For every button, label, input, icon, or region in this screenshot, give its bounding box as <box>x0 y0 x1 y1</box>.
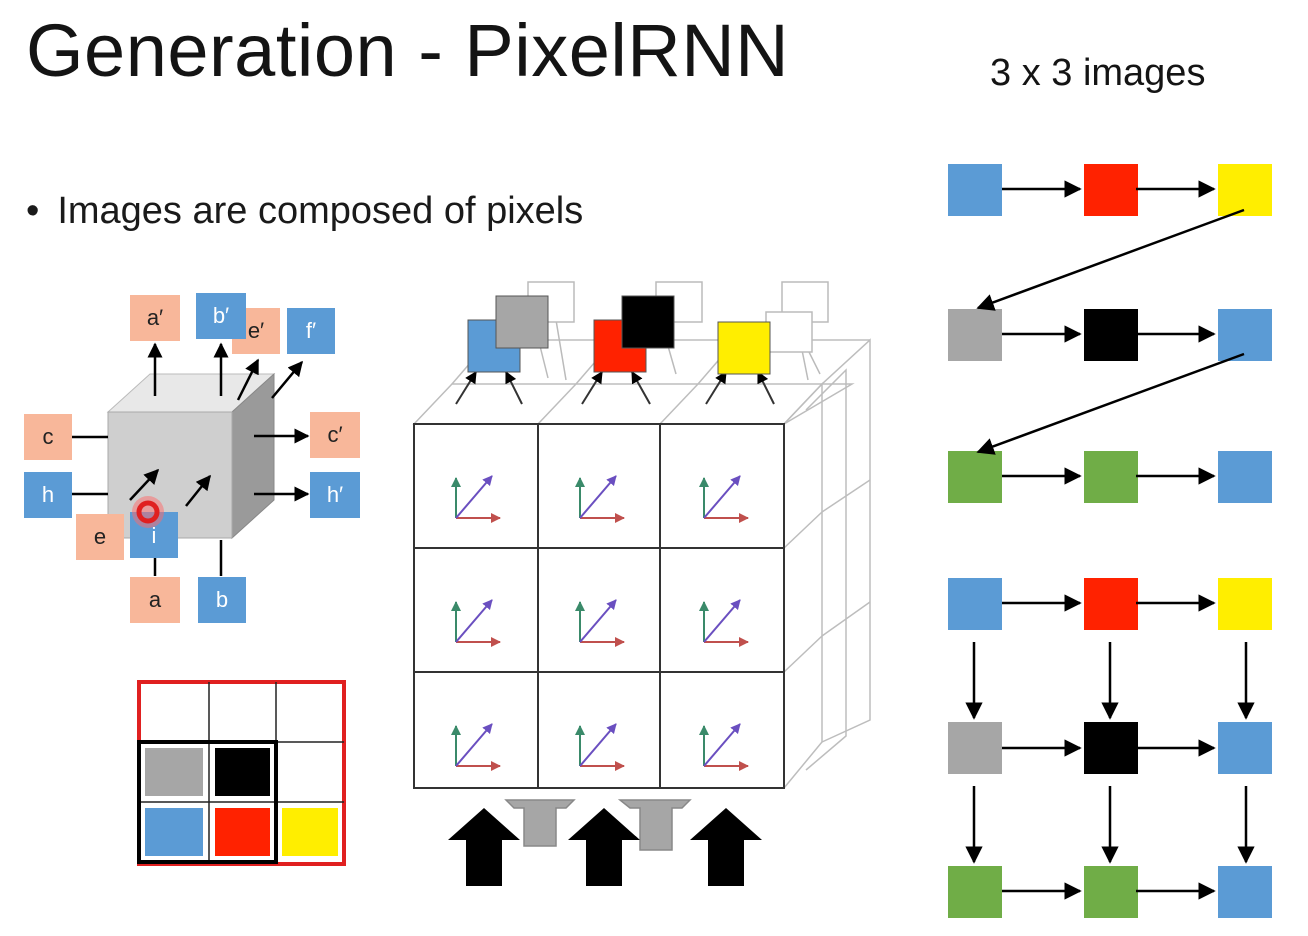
sequence-pixel-blue <box>1218 451 1272 503</box>
generated-pixel-gray <box>495 295 549 349</box>
cell-axes-icon <box>699 475 749 523</box>
sequence-pixel-yellow <box>1218 164 1272 216</box>
cell-output-a-prime <box>130 295 180 341</box>
grid-pixel-green <box>948 866 1002 918</box>
bullet-dot: • <box>26 190 40 232</box>
generated-pixel-black <box>621 295 675 349</box>
cell-axes-icon <box>575 599 625 647</box>
grid-pixel-yellow <box>1218 578 1272 630</box>
image-pixel-black <box>215 748 270 796</box>
generated-pixel-yellow <box>717 321 771 375</box>
rnn-cell-grid <box>412 281 871 886</box>
cell-output-f-prime-label: f′ <box>306 318 316 343</box>
cell-input-i-label: i <box>152 523 157 548</box>
image-pixel-red <box>215 808 270 856</box>
cell-axes-icon <box>451 599 501 647</box>
cell-input-c <box>24 414 72 460</box>
cell-input-b-label: b <box>216 587 228 612</box>
sequence-pixel-green <box>1084 451 1138 503</box>
cell-output-a-prime-label: a′ <box>147 305 163 330</box>
cell-axes-icon <box>451 723 501 771</box>
cell-axes-icon <box>699 723 749 771</box>
grid-pixel-black <box>1084 722 1138 774</box>
cell-output-b-prime-label: b′ <box>213 303 229 328</box>
grid-sequence <box>948 578 1272 918</box>
raster-sequence <box>948 164 1272 503</box>
cell-input-h <box>24 472 72 518</box>
grid-pixel-blue <box>948 578 1002 630</box>
lstm-cell: a′ e′ b′ f′ c h c′ h′ i e a b <box>24 293 360 623</box>
bullet-text: Images are composed of pixels <box>57 190 584 232</box>
grid-caption: 3 x 3 images <box>990 52 1206 94</box>
input-arrows <box>448 799 762 886</box>
cell-output-h-prime <box>310 472 360 518</box>
cell-axes-icon <box>575 475 625 523</box>
grid-pixel-blue <box>1218 866 1272 918</box>
cell-input-e <box>76 514 124 560</box>
pixel-image-3x3 <box>137 680 346 866</box>
cell-input-a <box>130 577 180 623</box>
sequence-pixel-green <box>948 451 1002 503</box>
cell-output-c-prime-label: c′ <box>327 422 342 447</box>
cell-input-h-label: h <box>42 482 54 507</box>
sequence-pixel-blue <box>948 164 1002 216</box>
context-window <box>137 740 278 864</box>
cell-axes-icon <box>699 599 749 647</box>
cell-input-e-label: e <box>94 524 106 549</box>
image-pixel-yellow <box>282 808 338 856</box>
cell-output-h-prime-label: h′ <box>327 482 343 507</box>
cell-output-f-prime <box>287 308 335 354</box>
image-pixel-gray <box>145 748 203 796</box>
cell-axes-icon <box>451 475 501 523</box>
cell-input-c-label: c <box>43 424 54 449</box>
cell-output-b-prime <box>196 293 246 339</box>
grid-pixel-green <box>1084 866 1138 918</box>
sequence-pixel-red <box>1084 164 1138 216</box>
grid-pixel-gray <box>948 722 1002 774</box>
cell-input-a-label: a <box>149 587 162 612</box>
grid-pixel-blue <box>1218 722 1272 774</box>
cell-axes-icon <box>575 723 625 771</box>
cell-output-c-prime <box>310 412 360 458</box>
bullet-item: • Images are composed of pixels <box>26 190 583 233</box>
cell-output-e-prime-label: e′ <box>248 318 264 343</box>
image-pixel-blue <box>145 808 203 856</box>
sequence-pixel-black <box>1084 309 1138 361</box>
slide-title: Generation - PixelRNN <box>26 9 790 92</box>
sequence-pixel-gray <box>948 309 1002 361</box>
cell-input-b <box>198 577 246 623</box>
sequence-pixel-blue <box>1218 309 1272 361</box>
grid-pixel-red <box>1084 578 1138 630</box>
